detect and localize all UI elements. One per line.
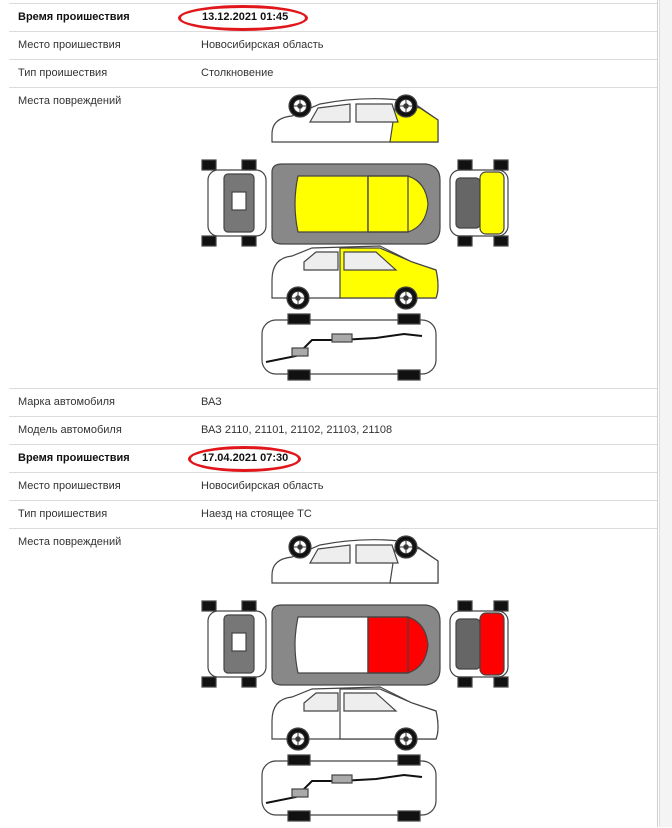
incident-type-label: Тип проишествия [18, 67, 108, 79]
row-incident-place: Место проишествия Новосибирская область [9, 472, 657, 500]
wheel [288, 535, 312, 559]
highlight-oval [188, 446, 301, 472]
row-car-brand: Марка автомобиля ВАЗ [9, 388, 657, 416]
car-scheme-svg [201, 94, 509, 381]
car-model-label: Модель автомобиля [18, 424, 122, 436]
car-side-view-right [271, 686, 439, 740]
car-top-view [271, 163, 441, 245]
row-incident-time: Время проишествия 17.04.2021 07:30 [9, 444, 657, 472]
car-brand-label: Марка автомобиля [18, 396, 116, 408]
car-brand-value: ВАЗ [201, 396, 222, 408]
car-bottom-view [261, 754, 437, 822]
highlight-oval [178, 5, 308, 31]
damage-label: Места повреждений [18, 536, 122, 548]
row-incident-time: Время проишествия 13.12.2021 01:45 [9, 3, 657, 31]
incident-type-value: Столкновение [201, 67, 274, 79]
car-bottom-view [261, 313, 437, 381]
incident-type-label: Тип проишествия [18, 508, 108, 520]
row-car-model: Модель автомобиля ВАЗ 2110, 21101, 21102… [9, 416, 657, 444]
car-front-view [449, 600, 509, 688]
row-incident-place: Место проишествия Новосибирская область [9, 31, 657, 59]
wheel [394, 535, 418, 559]
car-side-view-right [271, 245, 439, 299]
scroll-track[interactable] [659, 0, 672, 827]
incident-place-label: Место проишествия [18, 39, 121, 51]
wheel [288, 94, 312, 118]
damage-label: Места повреждений [18, 95, 122, 107]
car-front-view [449, 159, 509, 247]
car-scheme-svg [201, 535, 509, 822]
row-damage: Места повреждений [9, 528, 657, 828]
damage-diagram [200, 92, 520, 382]
car-rear-view [201, 600, 267, 688]
row-incident-type: Тип проишествия Наезд на стоящее ТС [9, 500, 657, 528]
wheel [394, 94, 418, 118]
incident-type-value: Наезд на стоящее ТС [201, 508, 312, 520]
wheel [286, 727, 310, 751]
incident-time-label: Время проишествия [18, 452, 130, 464]
incident-list [657, 0, 658, 827]
car-rear-view [201, 159, 267, 247]
row-incident-type: Тип проишествия Столкновение [9, 59, 657, 87]
row-damage: Места повреждений [9, 87, 657, 388]
incident-place-value: Новосибирская область [201, 39, 324, 51]
incident-place-value: Новосибирская область [201, 480, 324, 492]
wheel [286, 286, 310, 310]
car-model-value: ВАЗ 2110, 21101, 21102, 21103, 21108 [201, 424, 393, 436]
incident-place-label: Место проишествия [18, 480, 121, 492]
wheel [394, 286, 418, 310]
car-top-view [271, 604, 441, 686]
incident-time-label: Время проишествия [18, 11, 130, 23]
damage-diagram [200, 533, 520, 823]
wheel [394, 727, 418, 751]
